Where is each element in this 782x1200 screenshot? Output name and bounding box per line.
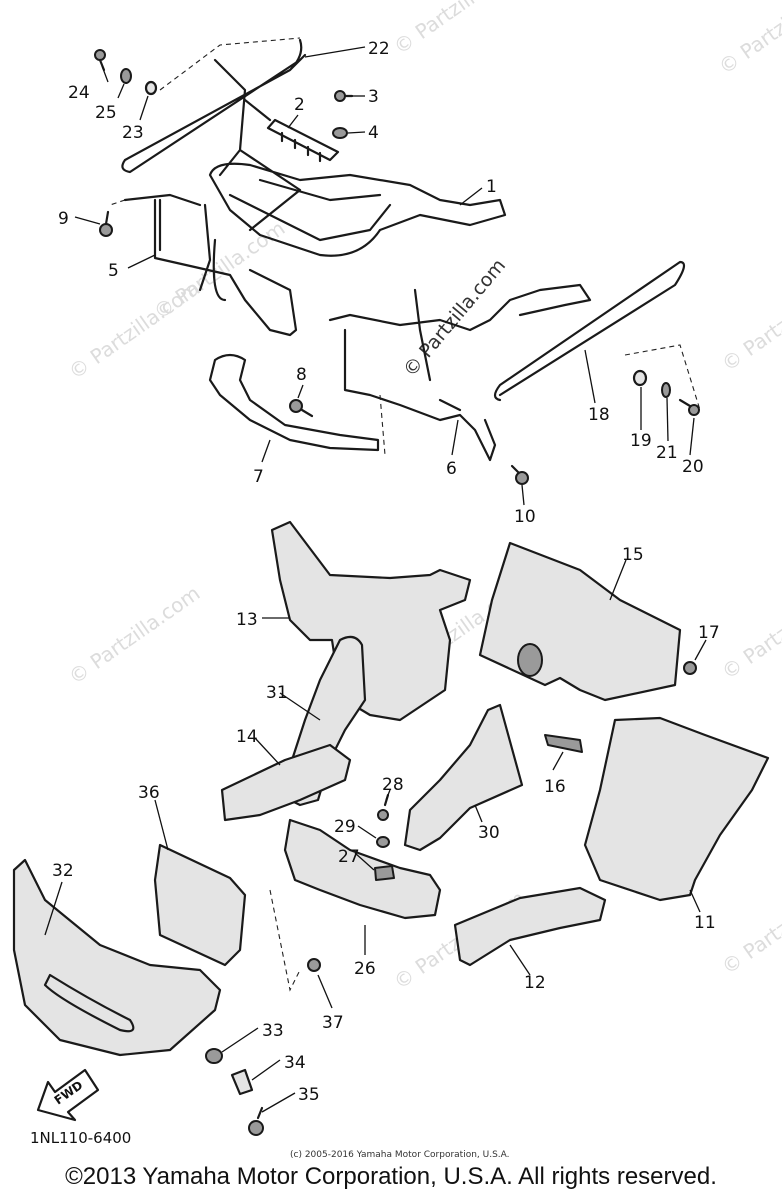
dash-9	[109, 199, 126, 206]
callout-31: 31	[266, 683, 288, 703]
watermark-right-low: © Partzilla.com	[717, 576, 782, 684]
callout-15: 15	[622, 545, 644, 565]
part-16-clip	[544, 734, 583, 753]
callout-6: 6	[446, 459, 457, 479]
watermark-left-low: © Partzilla.com	[64, 581, 204, 689]
callout-10: 10	[514, 507, 536, 527]
callout-25: 25	[95, 103, 117, 123]
watermark-bottom-right: © Partzilla.com	[717, 871, 782, 979]
part-7-stay	[208, 353, 380, 452]
callout-7: 7	[253, 467, 264, 487]
part-25-washer	[120, 68, 132, 84]
callout-35: 35	[298, 1085, 320, 1105]
part-21-washer	[661, 382, 671, 398]
callout-30: 30	[478, 823, 500, 843]
callout-32: 32	[52, 861, 74, 881]
callout-3: 3	[368, 87, 379, 107]
callout-20: 20	[682, 457, 704, 477]
callout-9: 9	[58, 209, 69, 229]
footer-copyright: ©2013 Yamaha Motor Corporation, U.S.A. A…	[65, 1163, 717, 1190]
callout-36: 36	[138, 783, 160, 803]
callouts: 22 24 25 23 3 2 4 1 9 5 8 7 6 18 19 21 2…	[52, 39, 720, 1105]
callout-21: 21	[656, 443, 678, 463]
callout-5: 5	[108, 261, 119, 281]
callout-13: 13	[236, 610, 258, 630]
watermark-right-mid: © Partzilla.com	[717, 268, 782, 376]
callout-18: 18	[588, 405, 610, 425]
part-23-collar	[144, 80, 158, 96]
dash-37	[269, 889, 301, 992]
fwd-arrow: FWD	[36, 1068, 100, 1122]
leader-lines	[44, 46, 707, 1113]
callout-11: 11	[694, 913, 716, 933]
part-33-grommet	[205, 1048, 223, 1064]
dash-18	[624, 344, 701, 411]
part-24-bolt	[94, 49, 106, 72]
callout-12: 12	[524, 973, 546, 993]
part-36-grill	[153, 843, 247, 967]
dash-22	[159, 37, 301, 91]
part-14-duct	[220, 743, 352, 822]
callout-8: 8	[296, 365, 307, 385]
part-9-bolt	[99, 210, 113, 237]
callout-17: 17	[698, 623, 720, 643]
part-32-cutout	[43, 973, 135, 1033]
part-8-bolt	[289, 399, 314, 418]
part-30-duct	[403, 703, 524, 852]
callout-19: 19	[630, 431, 652, 451]
callout-37: 37	[322, 1013, 344, 1033]
part-13-inner-panel	[270, 520, 472, 722]
callout-16: 16	[544, 777, 566, 797]
callout-4: 4	[368, 123, 379, 143]
callout-28: 28	[382, 775, 404, 795]
part-6-bracket	[328, 283, 592, 462]
part-27-clip	[374, 865, 395, 881]
part-3-bolt	[334, 90, 354, 102]
callout-26: 26	[354, 959, 376, 979]
diagram-code: 1NL110-6400	[30, 1129, 131, 1147]
part-34-collar	[230, 1068, 254, 1096]
callout-34: 34	[284, 1053, 306, 1073]
watermark-top-center: © Partzilla.com	[389, 0, 529, 59]
watermark-top-right: © Partzilla.com	[714, 0, 782, 79]
part-18-stay	[493, 260, 686, 402]
part-10-bolt	[510, 464, 529, 485]
upper-hardware	[94, 49, 700, 485]
part-29-nut	[376, 836, 390, 848]
lower-parts-group: FWD	[12, 520, 770, 1136]
callout-33: 33	[262, 1021, 284, 1041]
part-20-bolt	[678, 398, 700, 416]
small-copyright: (c) 2005-2016 Yamaha Motor Corporation, …	[290, 1150, 510, 1160]
part-12-duct	[453, 886, 607, 967]
watermark-mid-left: © Partzilla.com	[149, 216, 289, 324]
upper-stays-group	[109, 37, 701, 462]
part-1-main-stay	[208, 58, 507, 257]
part-26-tray	[283, 818, 442, 920]
callout-23: 23	[122, 123, 144, 143]
callout-14: 14	[236, 727, 258, 747]
part-37-screw	[307, 958, 321, 972]
dash-6	[379, 394, 386, 456]
callout-27: 27	[338, 847, 360, 867]
part-11-right-cover	[583, 716, 770, 902]
part-15-side-panel	[478, 541, 682, 702]
part-5-stay	[123, 193, 298, 337]
callout-24: 24	[68, 83, 90, 103]
part-2-bracket	[266, 118, 340, 163]
callout-1: 1	[486, 177, 497, 197]
part-17-bolt	[683, 661, 697, 675]
part-35-bolt	[248, 1106, 264, 1136]
part-4-nut	[332, 127, 348, 139]
part-22-stay	[121, 38, 307, 174]
part-15-hole	[517, 643, 543, 677]
callout-29: 29	[334, 817, 356, 837]
callout-2: 2	[294, 95, 305, 115]
part-1-inner	[228, 178, 392, 242]
callout-22: 22	[368, 39, 390, 59]
part-19-collar	[632, 369, 648, 387]
